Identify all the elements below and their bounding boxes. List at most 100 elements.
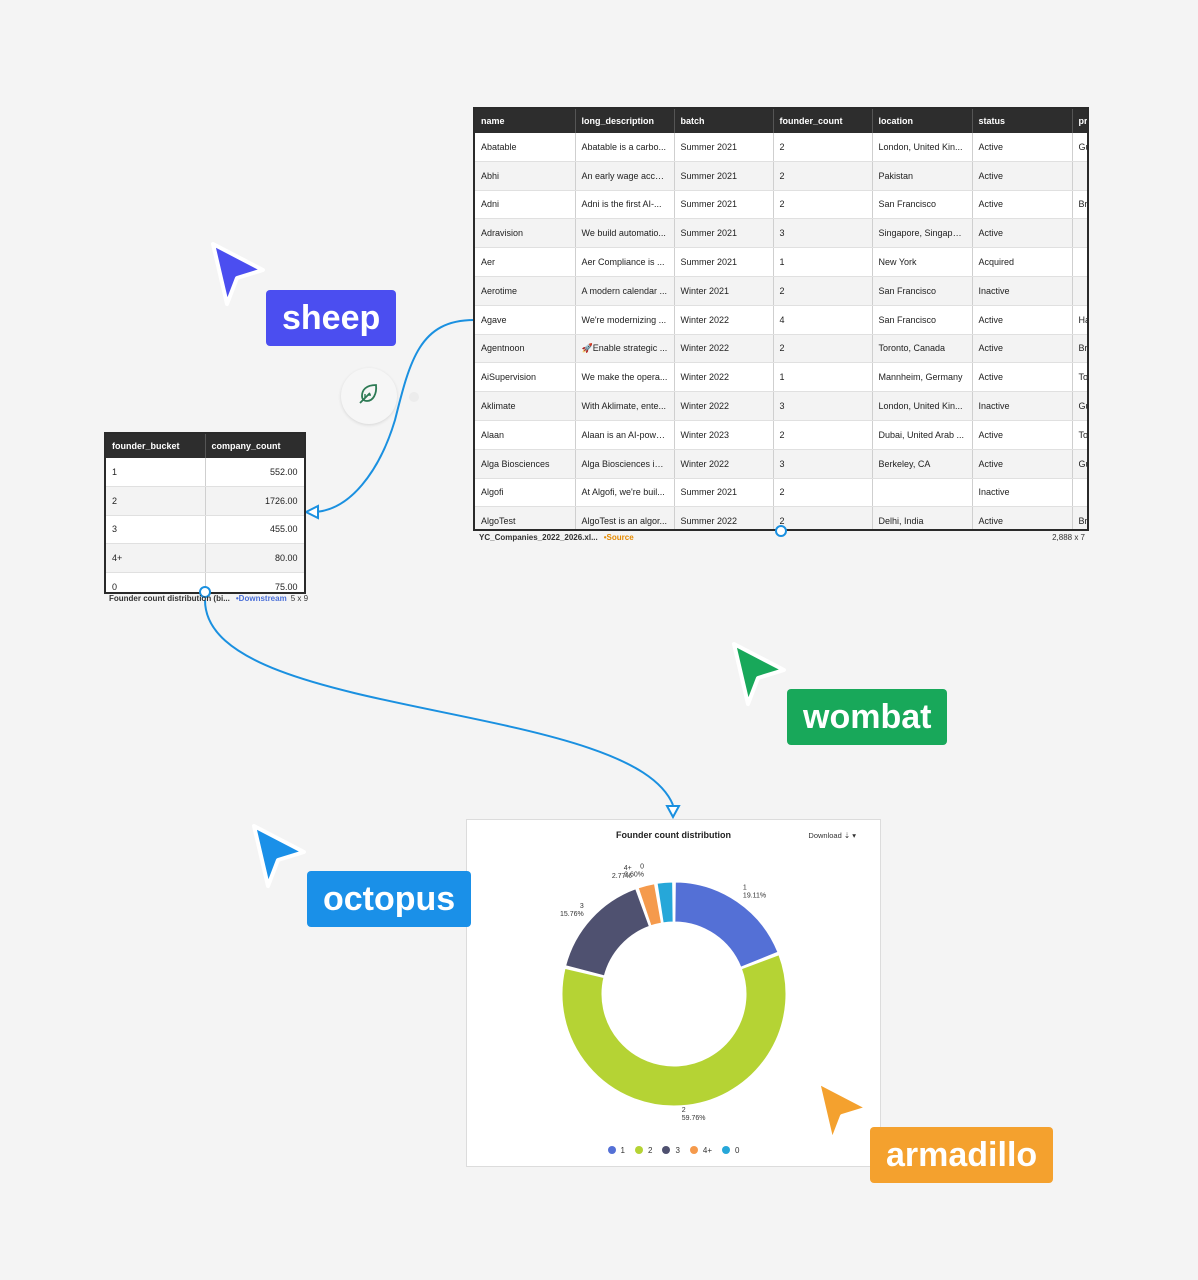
table-cell[interactable]: 2	[773, 190, 873, 220]
table-cell[interactable]: 2	[773, 133, 873, 162]
table-cell[interactable]: San Francisco	[872, 305, 973, 335]
table-cell[interactable]: Active	[972, 305, 1073, 335]
table-cell[interactable]: Abatable	[475, 133, 576, 162]
table-cell[interactable]: 2	[773, 276, 873, 306]
table-cell[interactable]: Bra	[1072, 190, 1087, 220]
table-cell[interactable]: Algofi	[475, 478, 576, 508]
column-header[interactable]: name	[475, 109, 576, 133]
table-cell[interactable]: 2	[773, 334, 873, 364]
column-header[interactable]: batch	[674, 109, 774, 133]
table-cell[interactable]: Berkeley, CA	[872, 449, 973, 479]
legend-item[interactable]: 0	[722, 1146, 739, 1155]
table-cell[interactable]: We build automatio...	[575, 218, 675, 249]
table-cell[interactable]: Summer 2021	[674, 478, 774, 508]
table-cell[interactable]: Active	[972, 218, 1073, 249]
table-cell[interactable]: Active	[972, 133, 1073, 162]
table-cell[interactable]: Adni is the first AI-...	[575, 190, 675, 220]
table-cell[interactable]: Winter 2022	[674, 362, 774, 393]
edge-source-to-downstream[interactable]	[311, 319, 475, 513]
table-cell[interactable]: London, United Kin...	[872, 133, 973, 162]
table-cell[interactable]: Gu	[1072, 449, 1087, 479]
table-cell[interactable]: Winter 2022	[674, 391, 774, 421]
table-cell[interactable]: An early wage acce...	[575, 161, 675, 191]
table-cell[interactable]: Aer Compliance is ...	[575, 247, 675, 277]
table-cell[interactable]: 2	[773, 161, 873, 191]
donut-slice-3[interactable]	[565, 888, 650, 977]
table-cell[interactable]: Inactive	[972, 276, 1073, 306]
table-row[interactable]: Agentnoon🚀Enable strategic ...Winter 202…	[475, 334, 1087, 364]
table-cell[interactable]: AlgoTest is an algor...	[575, 506, 675, 529]
table-cell[interactable]: Active	[972, 449, 1073, 479]
table-cell[interactable]: 2	[773, 506, 873, 529]
table-cell[interactable]: 80.00	[205, 543, 304, 574]
table-cell[interactable]: Active	[972, 506, 1073, 529]
edge-downstream-to-chart[interactable]	[204, 599, 674, 806]
table-cell[interactable]: Winter 2022	[674, 305, 774, 335]
donut-slice-0[interactable]	[656, 881, 674, 924]
table-cell[interactable]: 455.00	[205, 515, 304, 545]
table-cell[interactable]: Inactive	[972, 478, 1073, 508]
table-cell[interactable]: Alaan	[475, 420, 576, 450]
table-cell[interactable]: 4	[773, 305, 873, 335]
table-cell[interactable]: Acquired	[972, 247, 1073, 277]
transform-leaf-button[interactable]	[341, 368, 397, 424]
table-cell[interactable]: 🚀Enable strategic ...	[575, 334, 675, 364]
table-cell[interactable]: Summer 2021	[674, 247, 774, 277]
table-cell[interactable]: Active	[972, 161, 1073, 191]
table-cell[interactable]: 75.00	[205, 572, 304, 592]
table-cell[interactable]: London, United Kin...	[872, 391, 973, 421]
table-cell[interactable]: Alaan is an AI-powe...	[575, 420, 675, 450]
table-cell[interactable]: San Francisco	[872, 276, 973, 306]
table-cell[interactable]: Active	[972, 362, 1073, 393]
table-cell[interactable]: 1726.00	[205, 486, 304, 516]
table-cell[interactable]: Active	[972, 190, 1073, 220]
table-cell[interactable]: We're modernizing ...	[575, 305, 675, 335]
column-header[interactable]: founder_count	[773, 109, 873, 133]
table-cell[interactable]: Summer 2021	[674, 190, 774, 220]
table-cell[interactable]: Inactive	[972, 391, 1073, 421]
table-cell[interactable]	[1072, 218, 1087, 249]
table-cell[interactable]: Ha	[1072, 305, 1087, 335]
source-output-handle[interactable]	[775, 525, 787, 537]
table-cell[interactable]: Pakistan	[872, 161, 973, 191]
table-cell[interactable]: Abatable is a carbo...	[575, 133, 675, 162]
column-header[interactable]: location	[872, 109, 973, 133]
table-cell[interactable]	[1072, 247, 1087, 277]
table-cell[interactable]: Winter 2022	[674, 449, 774, 479]
table-cell[interactable]	[872, 478, 973, 508]
table-cell[interactable]: 1	[773, 247, 873, 277]
table-cell[interactable]: Dubai, United Arab ...	[872, 420, 973, 450]
download-button[interactable]: Download ⇣ ▾	[808, 831, 856, 840]
column-header[interactable]: status	[972, 109, 1073, 133]
table-cell[interactable]: AiSupervision	[475, 362, 576, 393]
column-header[interactable]: company_count	[205, 434, 304, 458]
legend-item[interactable]: 3	[662, 1146, 680, 1155]
table-cell[interactable]: At Algofi, we're buil...	[575, 478, 675, 508]
table-cell[interactable]: Aer	[475, 247, 576, 277]
table-cell[interactable]: Bra	[1072, 334, 1087, 364]
table-cell[interactable]: Summer 2021	[674, 218, 774, 249]
table-cell[interactable]: Summer 2021	[674, 161, 774, 191]
table-cell[interactable]: Winter 2021	[674, 276, 774, 306]
table-cell[interactable]: 1	[106, 458, 206, 487]
table-cell[interactable]: 1	[773, 362, 873, 393]
table-cell[interactable]: 4+	[106, 543, 206, 574]
table-cell[interactable]	[1072, 161, 1087, 191]
table-cell[interactable]: 3	[106, 515, 206, 545]
table-cell[interactable]: 3	[773, 449, 873, 479]
table-cell[interactable]: 2	[773, 420, 873, 450]
column-header[interactable]: founder_bucket	[106, 434, 206, 458]
table-cell[interactable]: Winter 2022	[674, 334, 774, 364]
